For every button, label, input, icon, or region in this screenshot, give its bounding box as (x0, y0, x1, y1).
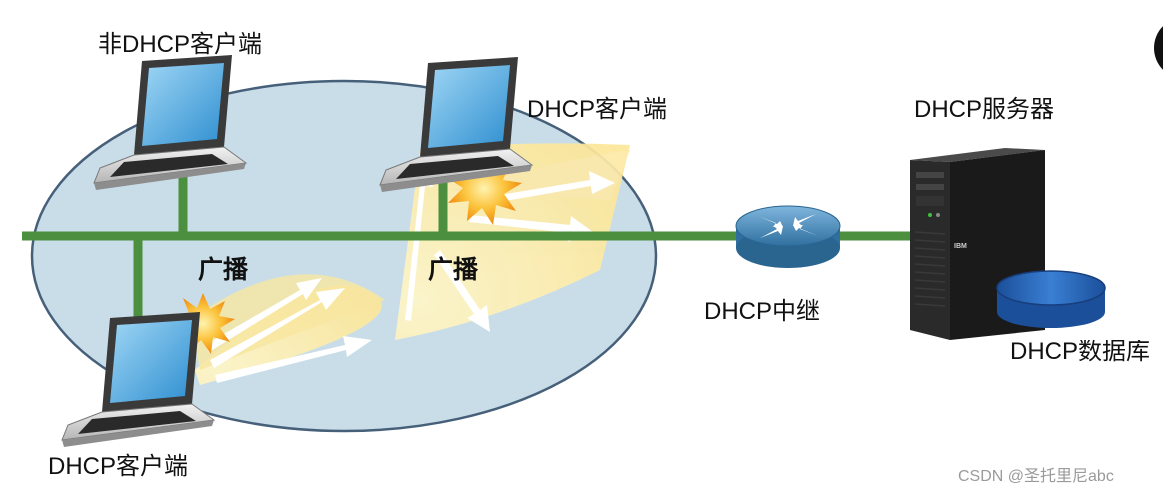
broadcast-burst-icon (171, 293, 235, 354)
database-icon[interactable] (996, 270, 1106, 328)
label-dhcp-server: DHCP服务器 (914, 96, 1055, 123)
edge-badge (1154, 26, 1163, 70)
router-icon[interactable] (735, 205, 841, 268)
server-brand-logo: IBM (954, 243, 967, 250)
laptop-icon[interactable] (93, 55, 248, 190)
server-tower-icon[interactable]: IBM (910, 148, 1045, 340)
label-dhcp-client-top: DHCP客户端 (527, 96, 668, 123)
label-dhcp-client-bottom: DHCP客户端 (48, 453, 189, 480)
laptop-icon[interactable] (379, 57, 534, 192)
label-broadcast-right: 广播 (428, 256, 479, 284)
laptop-icon[interactable] (61, 312, 216, 447)
label-dhcp-database: DHCP数据库 (1010, 340, 1151, 364)
label-non-dhcp-client: 非DHCP客户端 (98, 31, 263, 58)
broadcast-arrows (205, 160, 615, 383)
label-broadcast-left: 广播 (198, 256, 249, 284)
label-dhcp-relay: DHCP中继 (704, 298, 821, 325)
watermark: CSDN @圣托里尼abc (958, 468, 1114, 485)
